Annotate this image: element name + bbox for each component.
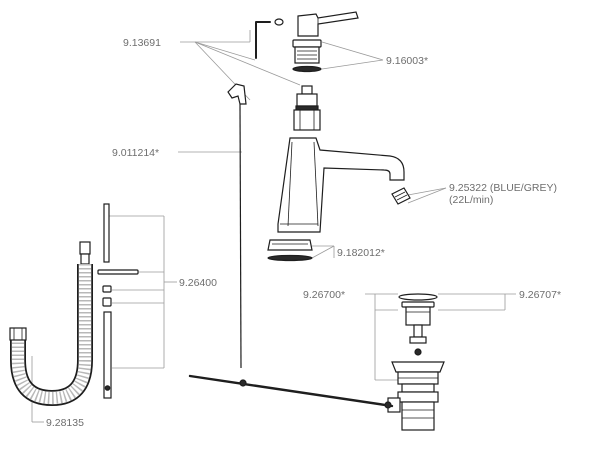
label-handle-set-screw: 9.13691 [123,37,161,49]
supply-hose-part [9,241,93,407]
cartridge-nut-part [292,39,322,73]
label-supply-hose: 9.28135 [46,417,84,429]
label-aerator: 9.25322 (BLUE/GREY) [449,182,557,194]
label-drain-cap: 9.26700* [303,289,345,301]
label-drain-body: 9.26707* [519,289,561,301]
label-lift-rod: 9.011214* [112,147,159,159]
label-mounting-kit: 9.26400 [179,277,217,289]
label-cartridge-nut: 9.16003* [386,55,428,67]
set-screw-icon [274,18,284,26]
drain-body-part [387,361,445,431]
lift-rod-part [227,83,247,369]
leader-lines [31,30,516,423]
faucet-handle [297,11,359,37]
hex-key-icon [255,21,271,59]
mounting-kit-part [97,203,139,399]
base-gasket-part [267,239,313,262]
faucet-body [277,137,405,233]
cartridge-part [293,85,321,131]
pivot-rod-part [188,374,394,409]
label-aerator-flow: (22L/min) [449,194,493,206]
aerator-part [391,187,411,205]
label-base-gasket: 9.182012* [337,247,385,259]
drain-cap-part [398,293,438,356]
part-labels: 9.13691 9.16003* 9.011214* 9.25322 (BLUE… [46,37,561,429]
